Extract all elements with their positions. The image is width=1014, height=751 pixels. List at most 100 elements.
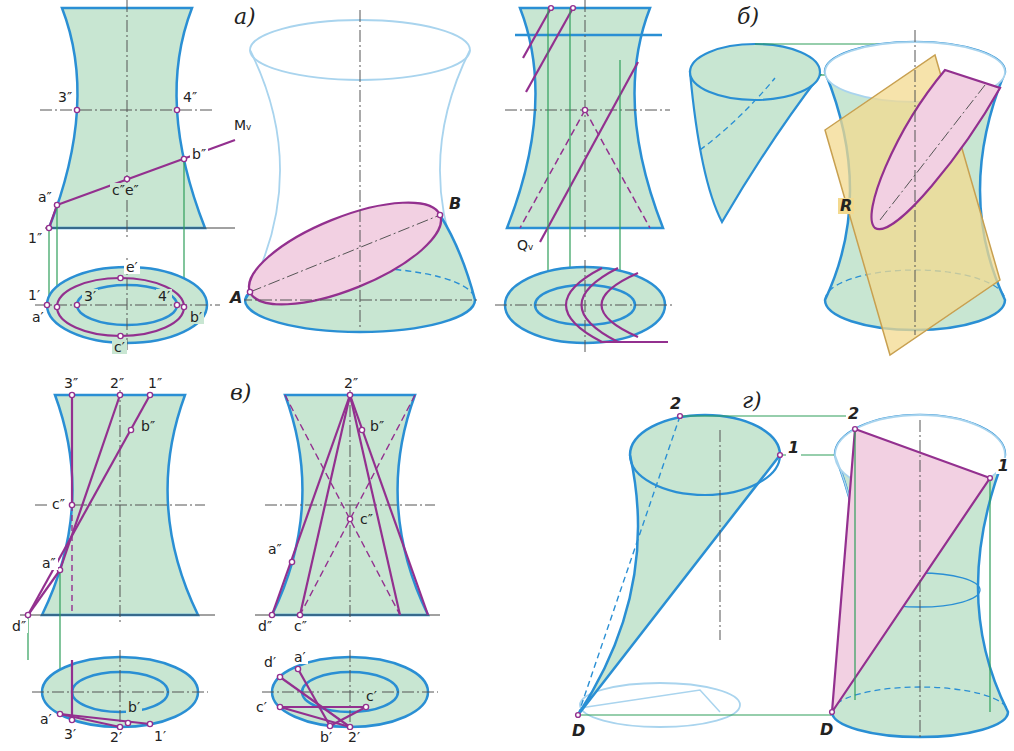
- point-label: 2′: [346, 730, 362, 744]
- generator-plane-3d-view-part: [578, 415, 780, 715]
- cone-section-front-view-part: [272, 395, 350, 615]
- point-label: 3′: [82, 289, 98, 303]
- generator-lines-top-view: [32, 650, 208, 735]
- generator-lines-front-view-part: [28, 570, 60, 615]
- point-label: c′: [364, 689, 379, 703]
- generator-lines-front-view-part: [25, 612, 30, 617]
- generator-plane-3d-view-part: [854, 429, 855, 700]
- cone-section-front-view-part: [347, 516, 352, 521]
- point-label: 2″: [342, 376, 360, 390]
- point-letter: 2: [668, 396, 683, 412]
- parabolic-section-front-view-part: [549, 6, 554, 11]
- point-label: 1′: [152, 729, 168, 743]
- parabolic-section-front-view-part: [540, 62, 638, 242]
- parabolic-section-3d-view-part: [880, 85, 985, 220]
- parabolic-section-front-view-part: [571, 6, 576, 11]
- cone-section-front-view-part: [350, 395, 428, 615]
- hyperboloid-front-view-part: [49, 205, 57, 228]
- point-label: b′: [126, 700, 142, 714]
- point-letter: A: [228, 290, 244, 306]
- point-label: 3′: [62, 727, 78, 741]
- point-label: 4″: [181, 90, 199, 104]
- generator-plane-3d-view-part: [678, 414, 683, 419]
- hyperboloid-front-view-part: [174, 107, 179, 112]
- parabolic-section-top-view-part: [582, 268, 619, 342]
- generator-lines-top-view-part: [117, 724, 122, 729]
- generator-lines-top-view-part: [125, 720, 130, 725]
- generator-lines-top-view-part: [69, 717, 74, 722]
- cone-section-front-view-part: [269, 612, 274, 617]
- parabolic-section-3d-view-part: [871, 70, 1000, 229]
- point-label: c″: [358, 512, 375, 526]
- generator-plane-3d-view-part: [832, 429, 990, 712]
- generator-plane-3d-view-part: [989, 478, 990, 712]
- cone-section-top-view-part: [277, 674, 282, 679]
- point-label: b″: [190, 147, 208, 161]
- hyperboloid-top-view-part: [74, 302, 79, 307]
- point-label: d″: [256, 619, 274, 633]
- cone-section-top-view-part: [298, 669, 330, 726]
- generator-plane-3d-view-part: [853, 427, 858, 432]
- parabolic-section-3d-view: [690, 30, 1005, 355]
- generator-plane-3d-view-part: [576, 713, 581, 718]
- hyperboloid-front-view-part: [46, 225, 51, 230]
- hyperboloid-front-view-part: [74, 107, 79, 112]
- cone-section-front-view-part: [289, 559, 294, 564]
- generator-lines-front-view-part: [60, 395, 120, 570]
- parabolic-section-3d-view-part: [915, 30, 916, 335]
- generator-lines-front-view-part: [117, 392, 122, 397]
- point-label: a″: [36, 190, 54, 204]
- parabolic-section-front-view-part: [520, 110, 585, 228]
- cone-section-front-view: [255, 385, 440, 625]
- hyperboloid-front-view-part: [40, 110, 215, 111]
- generator-lines-top-view-part: [60, 714, 120, 727]
- cone-section-top-view-part: [350, 650, 351, 735]
- parabolic-section-front-view-part: [619, 60, 620, 300]
- generator-lines-front-view-part: [147, 392, 152, 397]
- point-label: b″: [139, 419, 157, 433]
- generator-plane-3d-view-part: [630, 455, 780, 495]
- cone-section-top-view-part: [295, 666, 300, 671]
- parabolic-section-3d-view-part: [700, 78, 775, 150]
- point-label: a″: [40, 556, 58, 570]
- parabolic-section-front-view-part: [547, 8, 548, 300]
- hyperboloid-3d-view-part: [240, 300, 480, 301]
- point-label: Qᵥ: [515, 238, 536, 252]
- generator-plane-3d-view-part: [830, 710, 835, 715]
- generator-lines-front-view-part: [128, 427, 133, 432]
- hyperboloid-front-view-part: [45, 228, 235, 229]
- hyperboloid-front-view: [40, 0, 235, 307]
- parabolic-section-top-view: [495, 260, 675, 352]
- generator-lines-front-view-part: [69, 502, 74, 507]
- point-letter: 1: [786, 440, 801, 456]
- cone-section-front-view-part: [285, 395, 400, 615]
- cone-section-front-view-part: [347, 392, 352, 397]
- point-label: c′: [254, 700, 269, 714]
- cone-section-front-view-part: [359, 427, 364, 432]
- generator-plane-3d-view-part: [578, 416, 680, 715]
- point-label: d″: [10, 619, 28, 633]
- cone-section-top-view: [262, 650, 438, 735]
- generator-plane-3d-view-part: [720, 430, 721, 640]
- point-label: c″: [50, 497, 67, 511]
- generator-plane-3d-view-part: [680, 415, 855, 416]
- parabolic-section-3d-view-part: [825, 55, 1000, 355]
- hyperboloid-top-view-part: [174, 302, 179, 307]
- generator-plane-3d-view-part: [778, 453, 783, 458]
- point-label: a′: [292, 650, 308, 664]
- panel-letter: а): [232, 6, 258, 28]
- parabolic-section-front-view-part: [585, 0, 586, 240]
- generator-lines-top-view-part: [71, 660, 73, 720]
- point-label: 3″: [62, 376, 80, 390]
- point-label: b″: [368, 419, 386, 433]
- hyperboloid-top-view-part: [44, 302, 49, 307]
- generator-plane-3d-view-part: [988, 476, 993, 481]
- hyperboloid-3d-view-part: [360, 10, 361, 330]
- cone-section-top-view-part: [363, 704, 368, 709]
- point-label: Mᵥ: [232, 118, 254, 132]
- hyperboloid-front-view-part: [127, 0, 128, 240]
- parabolic-section-front-view-part: [582, 107, 587, 112]
- cone-section-front-view-part: [300, 395, 415, 615]
- parabolic-section-front-view-part: [569, 8, 570, 300]
